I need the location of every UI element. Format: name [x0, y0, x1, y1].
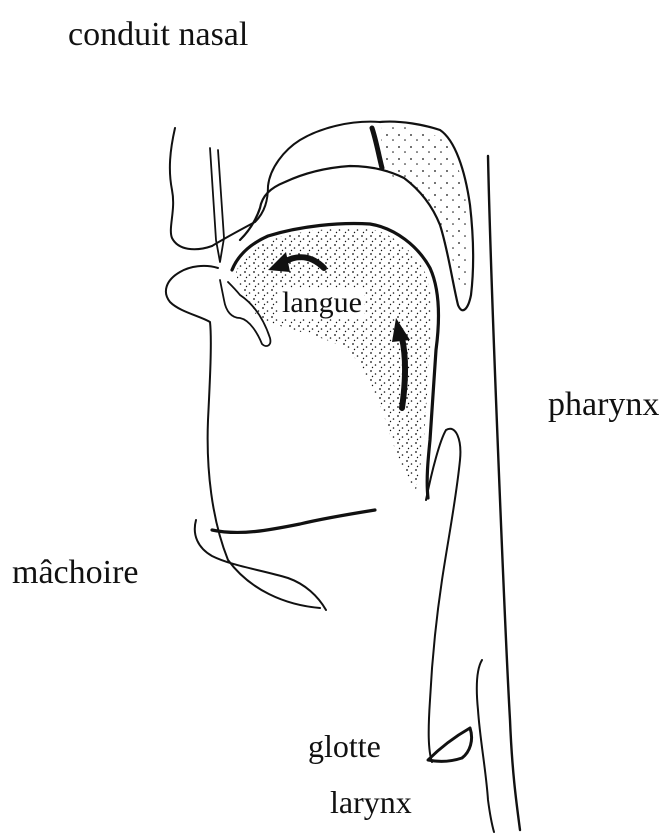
- jaw-line: [212, 510, 375, 532]
- larynx-wall: [477, 660, 494, 832]
- pharynx-label: pharynx: [548, 388, 659, 422]
- upper-lip-contour: [212, 122, 380, 246]
- upper-head-contour: [170, 128, 212, 249]
- nasal-duct-label: conduit nasal: [68, 18, 248, 52]
- jaw-lower-contour: [195, 520, 326, 610]
- glottis-label: glotte: [308, 730, 381, 762]
- larynx-label: larynx: [330, 786, 412, 818]
- pharynx-back-wall: [488, 156, 520, 830]
- jaw-label: mâchoire: [12, 556, 139, 590]
- tongue-label: langue: [280, 288, 364, 318]
- velum-patch: [372, 128, 382, 168]
- glottis-folds: [428, 728, 472, 761]
- epiglottis: [426, 429, 460, 762]
